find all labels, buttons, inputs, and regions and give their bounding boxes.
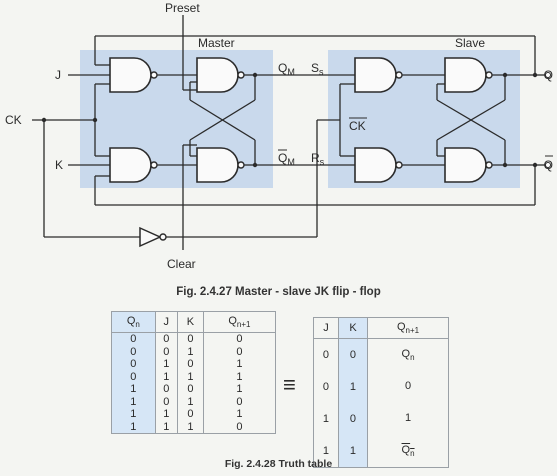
- table-cell: 0: [202, 395, 277, 408]
- q-terminal: [545, 72, 551, 78]
- rs-label: Rs: [311, 151, 325, 167]
- slave-label: Slave: [455, 36, 485, 50]
- table-cell: 1: [154, 358, 178, 371]
- table-cell: 0: [176, 408, 204, 421]
- table-cell: 0: [111, 370, 156, 383]
- q-bar-output-label: Q: [544, 158, 553, 172]
- k-label: K: [55, 158, 63, 172]
- table-cell: 1: [154, 408, 178, 421]
- q-bar-terminal: [545, 162, 551, 168]
- master-block: [80, 50, 273, 188]
- table-cell: 1: [154, 370, 178, 383]
- table-cell-qn1: Qn: [367, 435, 449, 468]
- table-cell-qn1: 0: [367, 371, 449, 403]
- table-cell: 0: [176, 383, 204, 396]
- figure-caption-truth-table: Fig. 2.4.28 Truth table: [224, 458, 333, 470]
- table-cell: 0: [154, 332, 178, 346]
- table-cell: 0: [202, 345, 277, 358]
- table-cell-j: 0: [313, 338, 339, 371]
- master-label: Master: [198, 36, 235, 50]
- col-header-j: J: [313, 317, 339, 339]
- qm-bar-label: QM: [278, 151, 295, 167]
- table-cell-j: 1: [313, 403, 339, 435]
- table-cell: 0: [111, 358, 156, 371]
- qm-label: QM: [278, 61, 295, 77]
- ck-bar-label: CK: [349, 119, 366, 133]
- table-cell-k: 0: [337, 338, 369, 371]
- col-header-k: K: [176, 311, 204, 333]
- table-cell: 1: [111, 408, 156, 421]
- table-cell: 1: [176, 345, 204, 358]
- col-header-qn1: Qn+1: [367, 317, 449, 339]
- table-cell: 0: [202, 420, 277, 434]
- table-cell: 0: [111, 332, 156, 346]
- preset-label: Preset: [165, 1, 200, 15]
- table-cell: 1: [176, 420, 204, 434]
- table-cell: 1: [111, 420, 156, 434]
- table-cell: 0: [154, 345, 178, 358]
- table-cell: 0: [176, 332, 204, 346]
- master-slave-jk-diagram: Preset Clear Master Slave J K CK QM QM S…: [5, 1, 553, 271]
- table-cell-qn1: Qn: [367, 338, 449, 371]
- equivalence-symbol: ≡: [283, 372, 296, 397]
- table-cell-k: 0: [337, 403, 369, 435]
- col-header-j: J: [154, 311, 178, 333]
- ck-label: CK: [5, 113, 22, 127]
- table-cell: 1: [154, 420, 178, 434]
- q-output-label: Q: [544, 68, 553, 82]
- table-cell-j: 0: [313, 371, 339, 403]
- table-cell: 1: [176, 370, 204, 383]
- table-cell-k: 1: [337, 435, 369, 468]
- table-cell: 0: [154, 395, 178, 408]
- figure-caption-flip-flop: Fig. 2.4.27 Master - slave JK flip - flo…: [176, 286, 381, 298]
- clear-label: Clear: [167, 257, 196, 271]
- col-header-qn1: Qn+1: [202, 311, 277, 333]
- col-header-k: K: [337, 317, 369, 339]
- table-cell: 0: [176, 358, 204, 371]
- table-cell: 1: [202, 370, 277, 383]
- table-cell-k: 1: [337, 371, 369, 403]
- table-cell: 0: [111, 345, 156, 358]
- table-cell: 1: [202, 383, 277, 396]
- table-cell: 0: [202, 332, 277, 346]
- table-header-row: Qn J K Qn+1: [111, 311, 277, 333]
- col-header-qn: Qn: [111, 311, 156, 333]
- table-cell: 1: [202, 358, 277, 371]
- clock-inverter: [139, 226, 167, 248]
- table-cell: 1: [111, 395, 156, 408]
- j-label: J: [55, 68, 61, 82]
- table-cell-qn1: 1: [367, 403, 449, 435]
- table-cell: 1: [111, 383, 156, 396]
- table-cell: 1: [202, 408, 277, 421]
- table-header-row: J K Qn+1: [313, 317, 449, 339]
- table-cell: 0: [154, 383, 178, 396]
- ss-label: Ss: [311, 61, 324, 77]
- table-cell: 1: [176, 395, 204, 408]
